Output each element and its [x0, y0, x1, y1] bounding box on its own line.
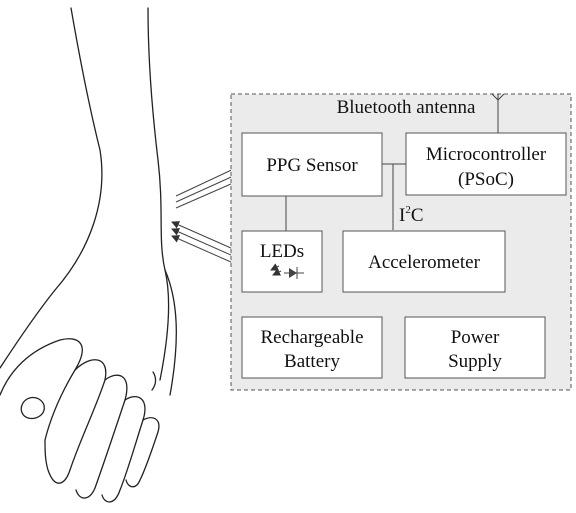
reflect-light-ray: [171, 235, 241, 267]
power-supply-sublabel: Supply: [448, 351, 502, 372]
i2c-label: I2C: [399, 204, 424, 226]
battery-label: Rechargeable: [260, 327, 363, 348]
leds-box: [241, 230, 323, 293]
battery-sublabel: Battery: [284, 351, 340, 372]
emit-light-ray: [175, 165, 241, 197]
accelerometer-label: Accelerometer: [368, 252, 480, 273]
accelerometer-box: [342, 230, 506, 293]
light-paths: [171, 165, 241, 267]
battery-box: [241, 316, 383, 379]
antenna-icon: [491, 93, 505, 133]
ppg-sensor-box: [241, 132, 383, 197]
reflect-light-ray: [171, 221, 241, 253]
power-supply-label: Power: [451, 327, 500, 348]
emit-light-ray: [175, 172, 241, 203]
microcontroller-box: [405, 132, 567, 196]
led-diode-icon: [270, 263, 304, 279]
hand-outline: [0, 7, 177, 503]
leds-label: LEDs: [260, 241, 304, 262]
microcontroller-sublabel: (PSoC): [458, 169, 514, 190]
emit-light-ray: [175, 179, 241, 209]
reflect-light-ray: [171, 228, 241, 260]
power-supply-box: [404, 316, 546, 379]
antenna-label: Bluetooth antenna: [337, 97, 476, 118]
microcontroller-label: Microcontroller: [426, 144, 547, 165]
ppg-sensor-label: PPG Sensor: [266, 155, 358, 176]
